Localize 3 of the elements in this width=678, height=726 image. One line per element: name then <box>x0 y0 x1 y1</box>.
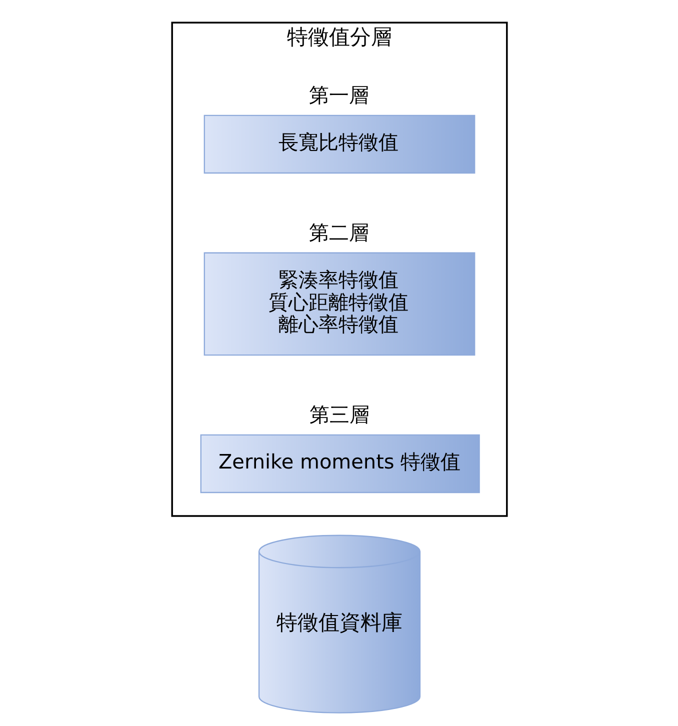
node-label: 第二層 <box>308 220 368 244</box>
node-label: 第三層 <box>309 402 370 427</box>
node-label: 第一層 <box>308 83 368 108</box>
